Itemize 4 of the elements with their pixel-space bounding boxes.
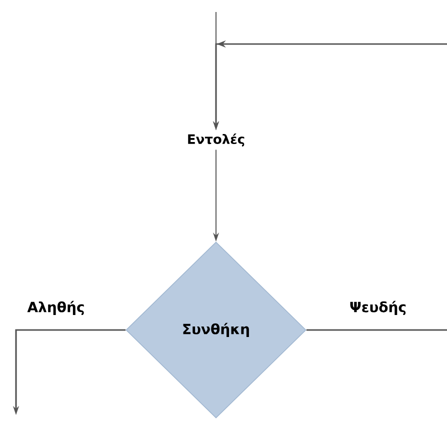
edge-label: Αληθής bbox=[27, 300, 84, 316]
connector-line bbox=[306, 329, 447, 331]
step-label: Εντολές bbox=[188, 133, 244, 147]
edge-label: Ψευδής bbox=[350, 300, 406, 316]
